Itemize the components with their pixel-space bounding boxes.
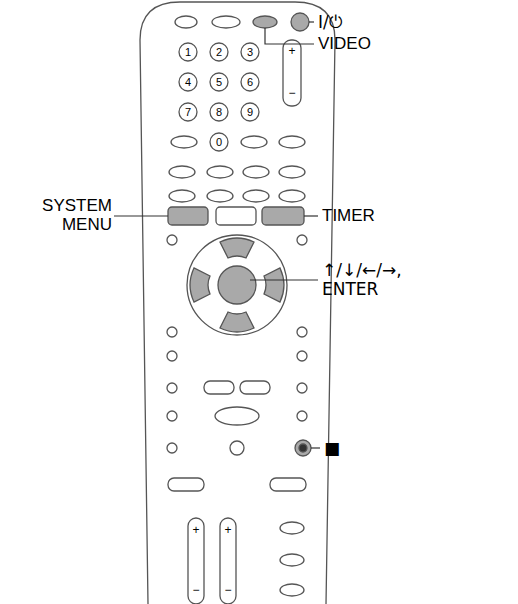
timer-button [262, 207, 304, 225]
oval-button [270, 478, 306, 491]
callout-label: VIDEO [318, 35, 371, 54]
stop-button [295, 440, 311, 456]
down-button [220, 312, 254, 332]
leader-line [309, 21, 314, 22]
callout-label: TIMER [322, 207, 375, 226]
rocker-button [283, 40, 301, 106]
callout-label: I/⏻ [318, 13, 342, 32]
left-button [190, 268, 210, 302]
rocker-sign: − [224, 584, 231, 597]
number-key: 2 [216, 46, 222, 58]
callout-label: SYSTEM MENU [8, 197, 112, 234]
oval-button [280, 554, 304, 566]
leader-line [311, 447, 320, 448]
rocker-sign: + [288, 45, 295, 58]
rocker-button [220, 518, 236, 604]
number-button [210, 133, 228, 151]
oval-button [168, 478, 204, 491]
system-menu-button [168, 207, 208, 225]
leader-line [114, 215, 168, 216]
rocker-sign: − [192, 584, 199, 597]
number-key: 4 [185, 76, 191, 88]
small-button [297, 235, 307, 245]
rocker-sign: + [192, 524, 199, 537]
video-button [253, 16, 277, 28]
enter-button [218, 266, 256, 304]
remote-body [140, 2, 335, 604]
small-button [167, 443, 177, 453]
leader-line [250, 279, 318, 280]
drawing-group [140, 2, 335, 604]
callout-label: ↑/↓/←/→, ENTER [322, 261, 408, 298]
nav-ring [187, 235, 287, 335]
oval-button [169, 166, 195, 178]
small-button [167, 235, 177, 245]
small-button [167, 351, 177, 361]
number-key: 9 [247, 106, 253, 118]
oval-button [207, 190, 233, 202]
oval-button [171, 136, 197, 148]
rocker-button [188, 518, 204, 604]
leader-line [304, 215, 318, 216]
number-button [179, 43, 197, 61]
right-button [264, 268, 284, 302]
number-key: 3 [247, 46, 253, 58]
oval-button [240, 381, 270, 394]
number-button [241, 103, 259, 121]
number-key: 1 [185, 46, 191, 58]
play-button [215, 407, 259, 425]
oval-button [169, 190, 195, 202]
leader-line [265, 28, 314, 44]
oval-button [212, 16, 240, 28]
eject-button [175, 16, 197, 28]
number-key: 8 [216, 106, 222, 118]
oval-button [204, 381, 234, 394]
callout-label: ■ [324, 439, 340, 458]
oval-button [279, 190, 305, 202]
number-button [210, 103, 228, 121]
drawing-group [114, 22, 320, 448]
rocker-sign: − [288, 87, 295, 100]
number-button [210, 73, 228, 91]
small-button [167, 411, 177, 421]
oval-button [280, 522, 304, 534]
small-button [297, 351, 307, 361]
number-button [210, 43, 228, 61]
pause-button [230, 441, 244, 455]
number-button [241, 43, 259, 61]
oval-button [243, 166, 269, 178]
number-key: 0 [216, 136, 222, 148]
up-button [220, 238, 254, 258]
rocker-sign: + [224, 524, 231, 537]
oval-button [279, 166, 305, 178]
number-button [179, 73, 197, 91]
oval-button [243, 190, 269, 202]
small-button [297, 327, 307, 337]
oval-button [241, 136, 267, 148]
plain-button [216, 207, 256, 225]
oval-button [279, 136, 305, 148]
small-button [297, 383, 307, 393]
number-key: 5 [216, 76, 222, 88]
small-button [167, 327, 177, 337]
number-button [179, 103, 197, 121]
oval-button [280, 584, 304, 596]
oval-button [207, 166, 233, 178]
small-button [297, 411, 307, 421]
number-key: 7 [185, 106, 191, 118]
number-button [241, 73, 259, 91]
small-button [167, 383, 177, 393]
power-button [291, 13, 309, 31]
stop-button-center [299, 444, 307, 452]
number-key: 6 [247, 76, 253, 88]
